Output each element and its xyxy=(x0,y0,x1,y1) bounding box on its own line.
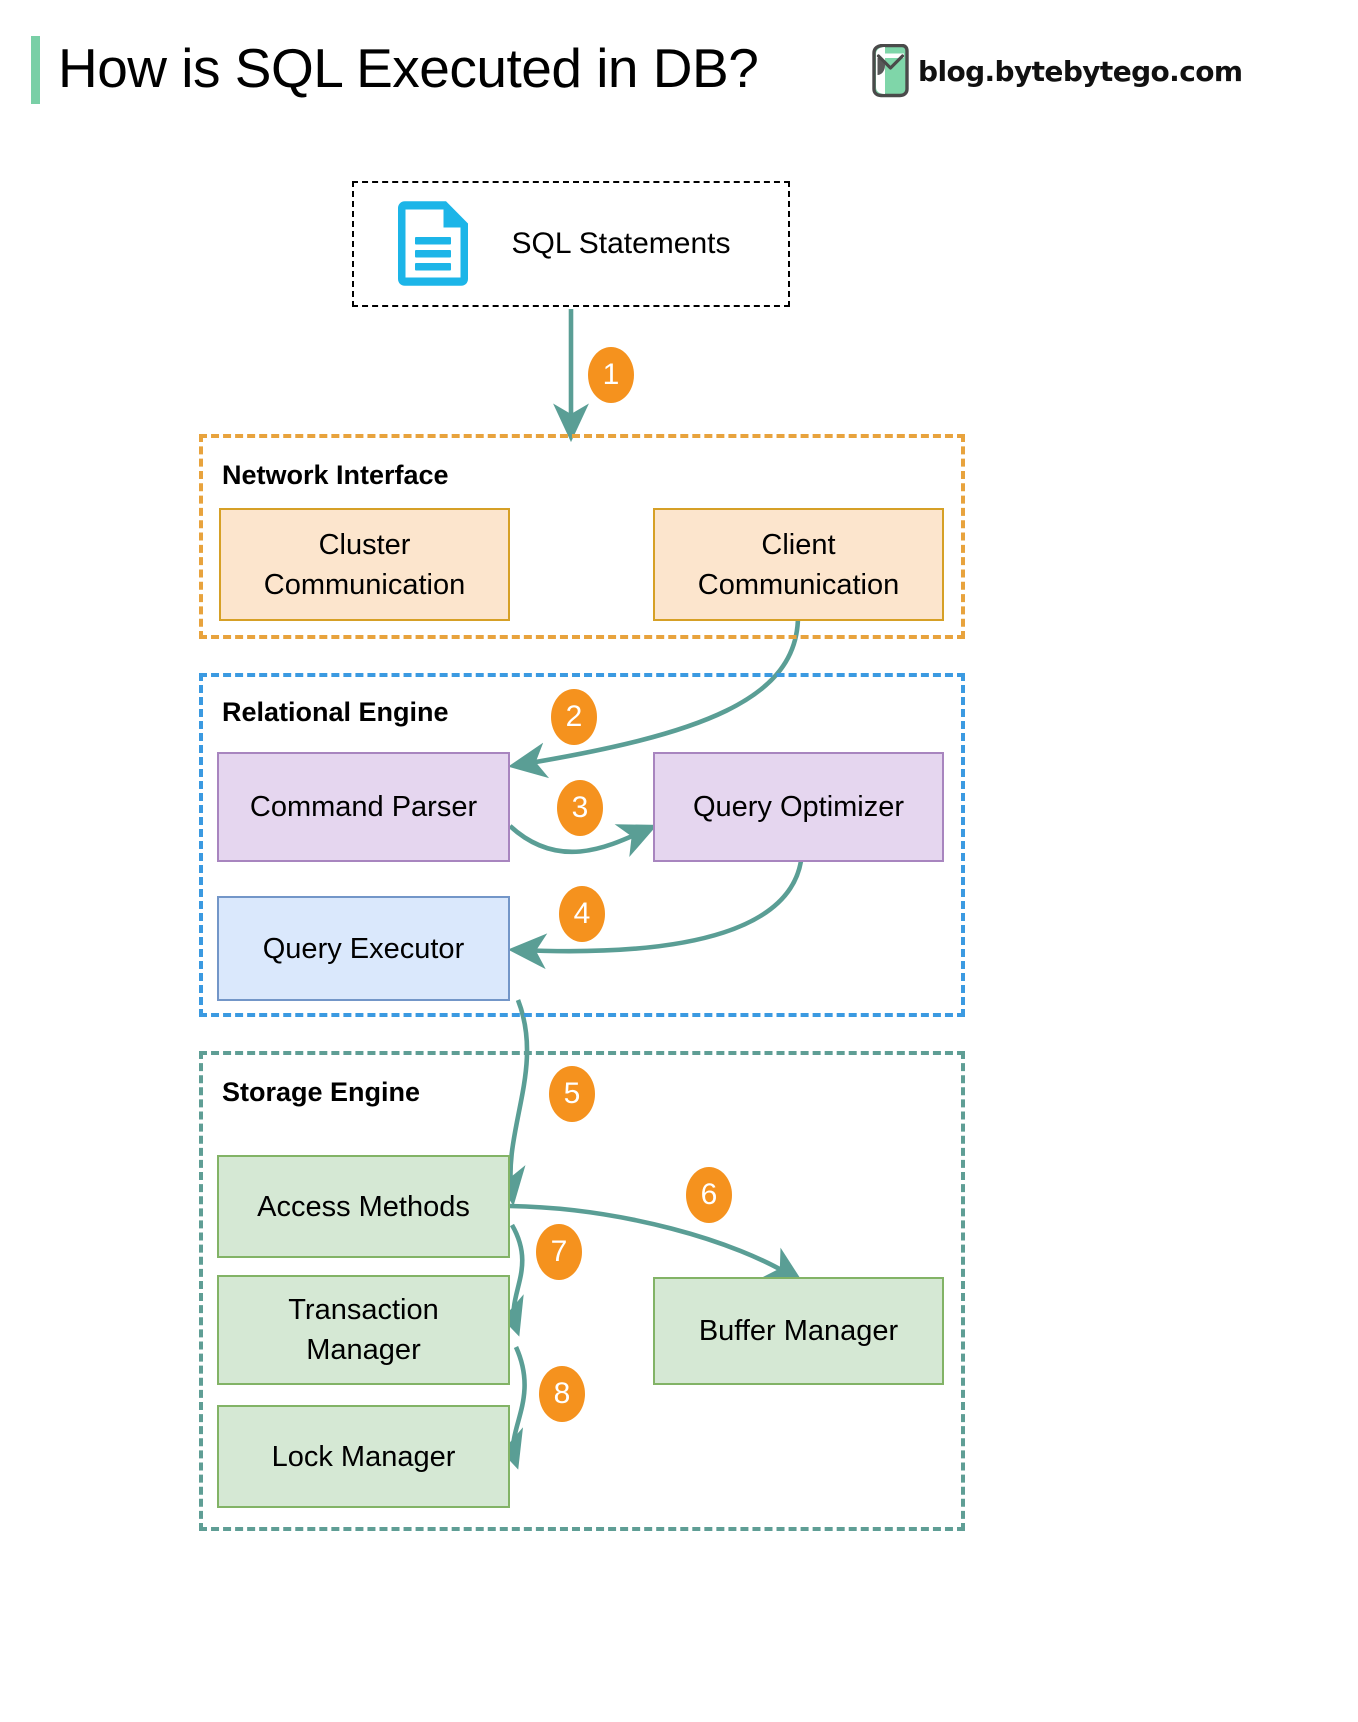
node-buffer-manager[interactable]: Buffer Manager xyxy=(653,1277,944,1385)
node-client-communication-line1: Client xyxy=(761,528,836,561)
node-transaction-manager-line1: Transaction xyxy=(288,1294,439,1326)
node-query-executor[interactable]: Query Executor xyxy=(217,896,510,1001)
step-badge-5-label: 5 xyxy=(563,1077,581,1110)
step-badge-1-label: 1 xyxy=(602,358,620,391)
group-title-relational-engine: Relational Engine xyxy=(222,697,449,727)
node-command-parser-label: Command Parser xyxy=(249,791,478,823)
sql-statements-box: SQL Statements xyxy=(352,181,790,307)
node-access-methods[interactable]: Access Methods xyxy=(217,1155,510,1258)
group-title-storage-engine: Storage Engine xyxy=(222,1077,421,1107)
page-title: How is SQL Executed in DB? xyxy=(58,37,759,99)
node-client-communication-line2: Communication xyxy=(697,568,900,601)
brand-url: blog.bytebytego.com xyxy=(918,54,1243,88)
node-query-executor-label: Query Executor xyxy=(262,932,465,965)
step-badge-6-label: 6 xyxy=(700,1178,718,1211)
step-badge-7: 7 xyxy=(536,1224,582,1280)
node-lock-manager[interactable]: Lock Manager xyxy=(217,1405,510,1508)
node-cluster-communication-line2: Communication xyxy=(263,568,466,601)
node-cluster-communication[interactable]: Cluster Communication xyxy=(219,508,510,621)
step-badge-4-label: 4 xyxy=(573,897,591,930)
step-badge-1: 1 xyxy=(588,347,634,403)
step-badge-6: 6 xyxy=(686,1167,732,1223)
step-badge-3: 3 xyxy=(557,780,603,836)
step-badge-5: 5 xyxy=(549,1066,595,1122)
group-storage-engine: Storage Engine xyxy=(199,1051,965,1531)
node-cluster-communication-line1: Cluster xyxy=(318,528,411,561)
step-badge-7-label: 7 xyxy=(550,1235,568,1268)
step-badge-3-label: 3 xyxy=(571,791,589,824)
step-badge-4: 4 xyxy=(559,886,605,942)
node-transaction-manager-line2: Manager xyxy=(306,1334,421,1366)
bytebytego-logo-icon xyxy=(872,44,909,98)
brand: blog.bytebytego.com xyxy=(868,40,1243,102)
node-query-optimizer-label: Query Optimizer xyxy=(692,791,905,823)
step-badge-2: 2 xyxy=(551,689,597,745)
node-client-communication[interactable]: Client Communication xyxy=(653,508,944,621)
page-header: How is SQL Executed in DB? blog.bytebyte… xyxy=(0,0,1358,150)
document-icon xyxy=(398,201,468,286)
node-access-methods-label: Access Methods xyxy=(257,1190,470,1223)
node-buffer-manager-label: Buffer Manager xyxy=(698,1315,899,1347)
node-lock-manager-label: Lock Manager xyxy=(271,1440,456,1473)
step-badge-8-label: 8 xyxy=(553,1377,571,1410)
node-query-optimizer[interactable]: Query Optimizer xyxy=(653,752,944,862)
step-badge-2-label: 2 xyxy=(565,700,583,733)
step-badge-8: 8 xyxy=(539,1366,585,1422)
title-accent-bar xyxy=(31,36,40,104)
group-title-network-interface: Network Interface xyxy=(222,460,449,490)
sql-statements-label: SQL Statements xyxy=(511,227,731,260)
node-transaction-manager[interactable]: Transaction Manager xyxy=(217,1275,510,1385)
node-command-parser[interactable]: Command Parser xyxy=(217,752,510,862)
group-network-interface: Network Interface xyxy=(199,434,965,639)
group-relational-engine: Relational Engine xyxy=(199,673,965,1017)
